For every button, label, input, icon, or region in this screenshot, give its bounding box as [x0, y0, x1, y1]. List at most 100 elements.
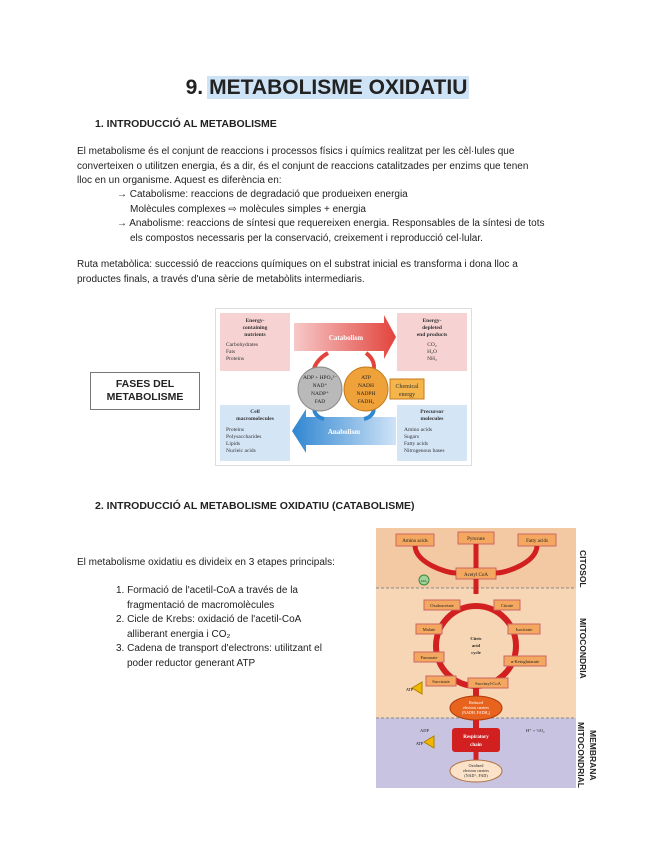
- section1-heading: 1. INTRODUCCIÓ AL METABOLISME: [95, 118, 277, 130]
- cell-macro-item: Lipids: [226, 441, 240, 447]
- krebs-label: cycle: [471, 650, 481, 655]
- chemical-energy-line: energy: [399, 392, 415, 398]
- section1-bullets: → Catabolisme: reaccions de degradació q…: [117, 188, 587, 246]
- catabolism-arrow: [294, 315, 396, 359]
- precursor-item: Fatty acids: [404, 441, 428, 447]
- end-products-item: H₂O: [427, 349, 437, 355]
- oxidized-label: electron carriers: [463, 768, 489, 773]
- stage-line: 1. Formació de l'acetil-CoA a través de …: [116, 585, 298, 596]
- para-line: productes finals, a través d'una sèrie d…: [77, 273, 365, 285]
- atp-label: ATP: [406, 687, 414, 692]
- section2-stage-list: 1. Formació de l'acetil-CoA a través de …: [116, 584, 361, 671]
- fases-metabolisme-box: FASES DEL METABOLISME: [90, 372, 200, 410]
- para-line: El metabolisme és el conjunt de reaccion…: [77, 146, 515, 157]
- stage-line: poder reductor generant ATP: [127, 657, 256, 669]
- section2-heading: 2. INTRODUCCIÓ AL METABOLISME OXIDATIU (…: [95, 500, 415, 512]
- end-products-box: [397, 313, 467, 371]
- mitocondria-side-label: MITOCONDRIA: [578, 618, 588, 679]
- chemical-energy-box: [389, 378, 425, 400]
- atp-membrane-label: ATP: [416, 741, 424, 746]
- fumarate-label: Fumarate: [421, 655, 438, 660]
- section2-intro: El metabolisme oxidatiu es divideix en 3…: [77, 557, 335, 568]
- cell-macro-title: Cell: [250, 409, 260, 415]
- orange-item: FADH₂: [358, 399, 375, 405]
- precursor-title: Precursor: [420, 409, 444, 415]
- catabolism-label: Catabolism: [329, 334, 363, 342]
- krebs-label: Citric: [470, 636, 481, 641]
- oxidized-label: (NAD⁺, FAD): [464, 773, 488, 779]
- nutrients-item: Fats: [226, 349, 235, 355]
- orange-item: NADH: [358, 383, 374, 389]
- stage-line: alliberant energia i CO₂: [127, 628, 231, 640]
- fases-line: METABOLISME: [106, 391, 184, 403]
- mitocondrial-side-label: MITOCONDRIAL: [576, 722, 586, 788]
- stage-item: 3. Cadena de transport d'electrons: util…: [116, 642, 361, 671]
- orange-item: NADPH: [357, 391, 376, 397]
- membrana-side-label: MEMBRANA: [588, 730, 598, 781]
- cell-macro-title: macromolecules: [236, 416, 274, 422]
- stage-line: 3. Cadena de transport d'electrons: util…: [116, 643, 322, 654]
- oxidized-carriers-ellipse: [449, 759, 503, 783]
- fases-line: FASES DEL: [115, 378, 175, 390]
- cell-macromolecules-box: [220, 405, 290, 461]
- nutrients-box: [220, 313, 290, 371]
- bullet-anabolism: → Anabolisme: reaccions de síntesi que r…: [117, 218, 545, 229]
- precursor-title: molecules: [421, 416, 444, 422]
- citosol-side-label: CITOSOL: [578, 550, 588, 588]
- precursor-item: Sugars: [404, 434, 419, 440]
- succinate-label: Succinate: [432, 679, 450, 684]
- oxidized-label: Oxidized: [469, 763, 484, 768]
- title-text: METABOLISME OXIDATIU: [207, 76, 470, 99]
- grey-item: ADP + HPO₄²⁻: [303, 375, 337, 381]
- bullet-catabolism: → Catabolisme: reaccions de degradació q…: [117, 189, 408, 200]
- nutrients-item: Carbohydrates: [226, 342, 258, 348]
- co2-label: CO₂: [421, 579, 428, 583]
- reduced-label: (NADH, FADH₂): [462, 710, 491, 716]
- end-products-title: Energy-: [423, 318, 442, 324]
- stage-line: fragmentació de macromolècules: [127, 599, 275, 611]
- alpha-ketoglutarate-label: α-Ketoglutarate: [511, 659, 539, 664]
- cell-macro-item: Nucleic acids: [226, 448, 256, 454]
- anabolism-arrow: [292, 409, 396, 453]
- reduced-label: electron carriers: [463, 705, 489, 710]
- precursor-item: Amino acids: [404, 427, 432, 433]
- grey-item: FAD: [315, 399, 326, 405]
- nutrients-title: containing: [243, 325, 268, 331]
- citrate-label: Citrate: [501, 603, 513, 608]
- h-o2-label: H⁺ + ½O₂: [526, 728, 545, 733]
- grey-item: NAD⁺: [313, 382, 328, 389]
- bullet-catabolism-detail: Molècules complexes ⇨ molècules simples …: [130, 203, 366, 215]
- nutrients-title: Energy-: [246, 318, 265, 324]
- para-line: lloc en un organisme. Aquest es diferènc…: [77, 175, 282, 186]
- section1-route-paragraph: Ruta metabòlica: successió de reaccions …: [77, 258, 587, 287]
- grey-item: NADP⁺: [311, 390, 329, 397]
- resp-label: chain: [470, 743, 482, 748]
- acetyl-coa-label: Acetyl CoA: [464, 573, 488, 578]
- malate-label: Malate: [423, 627, 436, 632]
- end-products-title: depleted: [422, 325, 442, 331]
- respiratory-chain-box: [452, 728, 500, 752]
- bullet-anabolism-detail: els compostos necessaris per la conserva…: [130, 232, 483, 244]
- pyruvate-label: Pyruvate: [467, 537, 486, 542]
- end-products-item: NH₃: [427, 356, 437, 362]
- cell-macro-item: Proteins: [226, 427, 244, 433]
- precursor-box: [397, 405, 467, 461]
- para-line: Ruta metabòlica: successió de reaccions …: [77, 259, 518, 270]
- fatty-acids-label: Fatty acids: [526, 539, 548, 544]
- krebs-label: acid: [472, 643, 480, 648]
- stage-line: 2. Cicle de Krebs: oxidació de l'acetil-…: [116, 614, 302, 625]
- stage-item: 2. Cicle de Krebs: oxidació de l'acetil-…: [116, 613, 361, 642]
- section1-paragraph: El metabolisme és el conjunt de reaccion…: [77, 145, 587, 189]
- stage-item: 1. Formació de l'acetil-CoA a través de …: [116, 584, 361, 613]
- metabolism-diagram-svg: Catabolism Anabolism Chemical energy ADP…: [220, 313, 467, 461]
- oxaloacetate-label: Oxaloacetate: [430, 603, 453, 608]
- adp-label: ADP: [420, 728, 429, 733]
- amino-acids-label: Amino acids: [402, 539, 427, 544]
- anabolism-label: Anabolism: [328, 428, 360, 436]
- nutrients-item: Proteins: [226, 356, 244, 362]
- end-products-title: end products: [417, 332, 448, 338]
- reduced-label: Reduced: [469, 700, 483, 705]
- oxidative-metabolism-diagram: Amino acids Pyruvate Fatty acids Acetyl …: [376, 528, 576, 788]
- end-products-item: CO₂: [427, 342, 437, 348]
- orange-carrier-circle: [343, 366, 389, 412]
